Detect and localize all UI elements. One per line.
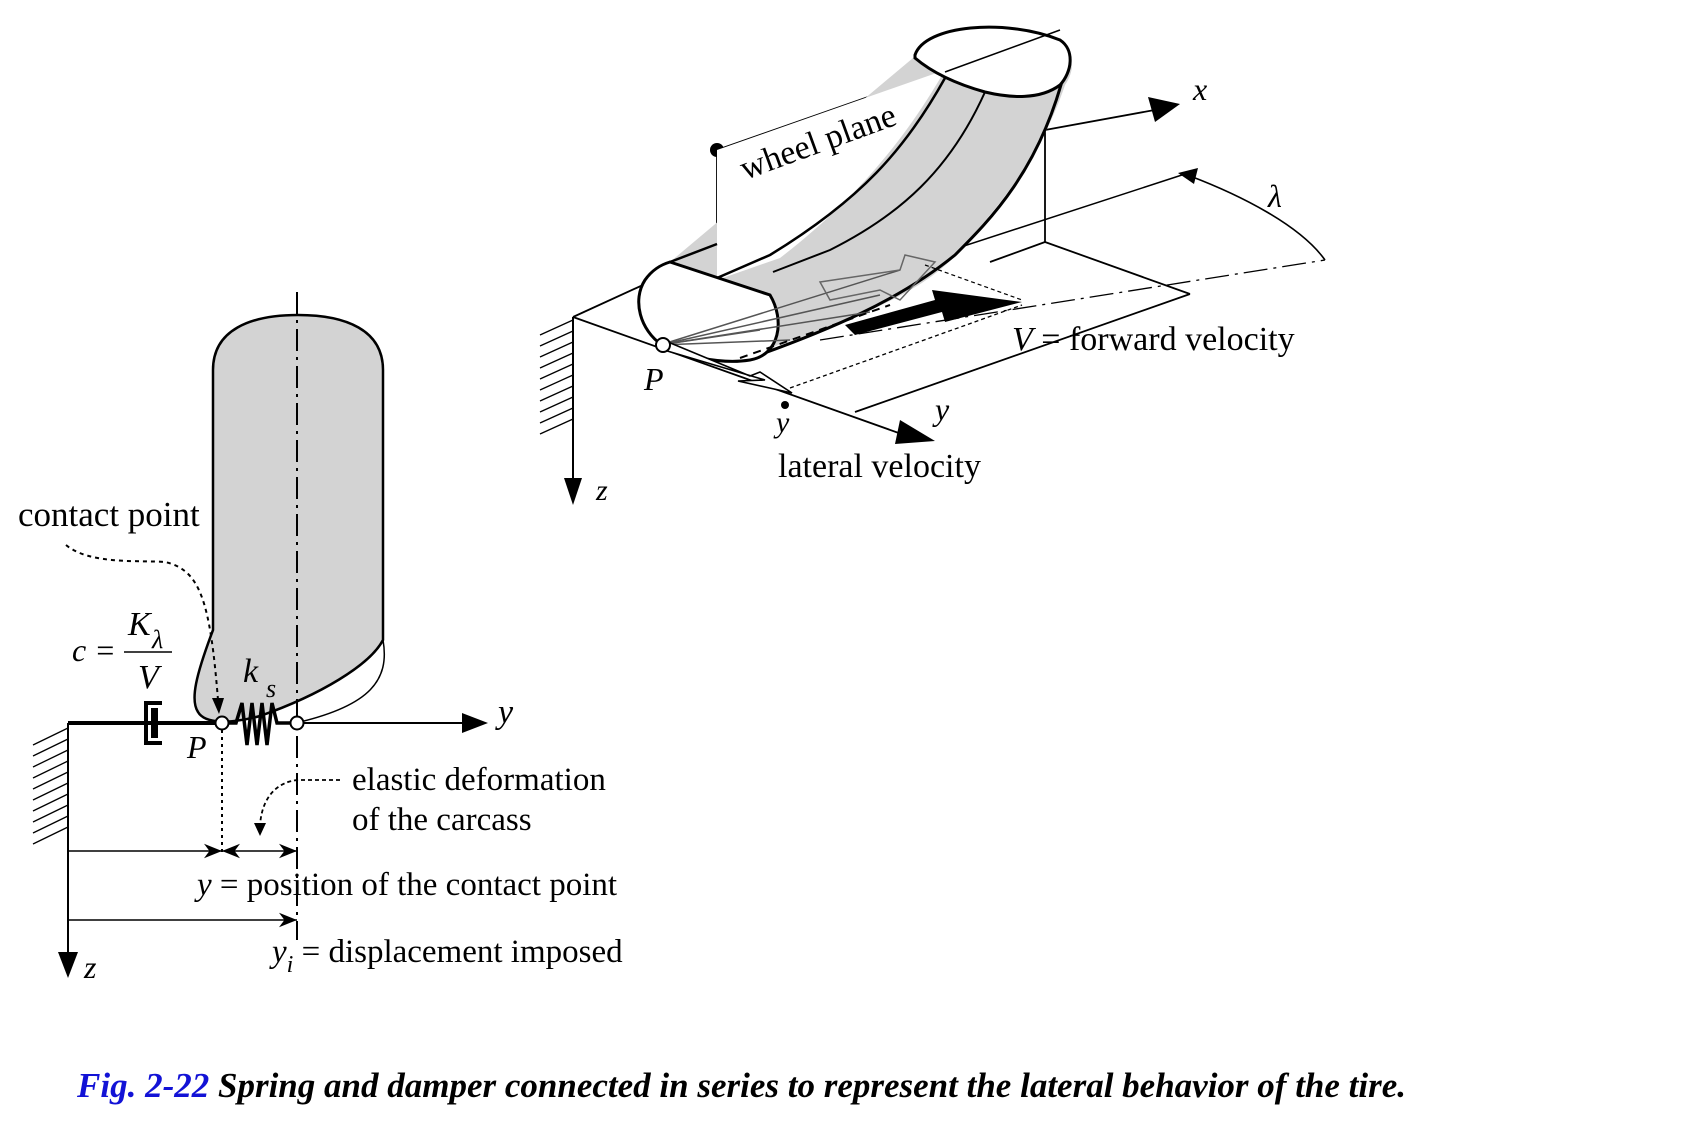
forward-velocity-dotted-2 xyxy=(924,264,1023,301)
forward-velocity-label: V = forward velocity xyxy=(1012,321,1295,358)
ground-edge-side xyxy=(854,293,1191,413)
tire-3d-body xyxy=(670,32,1072,360)
ground-edge-far xyxy=(1044,241,1191,295)
ground-edge-rear xyxy=(989,241,1046,263)
y-dot-marker xyxy=(781,401,789,409)
contact-patch-dashed xyxy=(739,304,891,359)
ground-hatch-right xyxy=(539,319,574,435)
damper-formula-denominator: V xyxy=(138,659,163,696)
ground-hatch xyxy=(32,727,69,845)
forward-velocity-dotted xyxy=(789,304,1023,389)
y-axis-right xyxy=(572,316,911,438)
z-axis-right-arrowhead xyxy=(564,478,582,505)
y-definition-text: = position of the contact point xyxy=(212,867,617,903)
left-diagram: contact point c = K λ V k s P y z elasti… xyxy=(18,292,623,985)
damper-formula-numerator-sub: λ xyxy=(151,625,163,654)
spring xyxy=(228,702,290,746)
spring-label: k xyxy=(243,653,259,690)
velocity-dashed-line xyxy=(819,259,1326,341)
elastic-callout-arrowhead xyxy=(254,823,266,836)
elastic-deformation-label: elastic deformation xyxy=(352,762,606,798)
x-axis-arrowhead xyxy=(1148,97,1180,122)
y-axis-right-arrowhead xyxy=(895,420,935,444)
contact-point-callout xyxy=(65,544,219,701)
lambda-label: λ xyxy=(1267,178,1282,214)
wheel-plane-panel xyxy=(717,70,945,280)
tire-front-cap-top xyxy=(669,242,718,264)
z-axis-label-right: z xyxy=(595,474,608,507)
figure-caption: Fig. 2-22 Spring and damper connected in… xyxy=(77,1066,1406,1106)
contact-point-label: contact point xyxy=(18,495,200,534)
y-definition-var: y xyxy=(194,867,212,903)
yi-definition-sub: i xyxy=(287,952,294,978)
damper xyxy=(144,701,162,745)
spring-label-sub: s xyxy=(266,674,276,703)
lateral-velocity-label: lateral velocity xyxy=(778,448,981,485)
point-P-label: P xyxy=(186,729,207,765)
yi-definition-var: y xyxy=(269,934,287,970)
elastic-callout xyxy=(259,779,340,827)
figure-number: Fig. 2-22 xyxy=(77,1066,210,1105)
figure-caption-text: Spring and damper connected in series to… xyxy=(209,1066,1407,1105)
y-dot-label: y xyxy=(773,406,790,439)
carcass-label: of the carcass xyxy=(352,802,532,838)
x-axis-label: x xyxy=(1192,71,1207,107)
z-axis-arrowhead xyxy=(58,952,78,978)
x-axis xyxy=(1044,108,1161,131)
y-axis-arrowhead xyxy=(462,713,488,733)
contact-patch-lines xyxy=(659,269,901,346)
slip-arrow-outline xyxy=(818,254,937,301)
tire-section xyxy=(193,313,385,723)
y-axis-label-right: y xyxy=(932,391,950,427)
yi-definition: yi = displacement imposed xyxy=(269,934,623,978)
tire-3d-tread-line xyxy=(772,91,986,273)
tire-3d-contour xyxy=(744,69,1067,362)
z-axis-label-left: z xyxy=(83,949,97,985)
wheel-center-point xyxy=(289,715,305,731)
tire-top-cap-axis xyxy=(944,29,1061,73)
point-P-label-3d: P xyxy=(643,361,664,397)
y-definition: y = position of the contact point xyxy=(194,867,617,903)
tire-top-cap xyxy=(913,25,1072,98)
contact-point-P xyxy=(214,715,230,731)
right-diagram: wheel plane x λ V = forward velocity P y… xyxy=(539,25,1326,507)
lambda-arc xyxy=(1189,175,1326,261)
y-axis-label-left: y xyxy=(495,694,514,731)
tire-3d-inner-edge xyxy=(716,77,947,280)
forward-velocity-text: = forward velocity xyxy=(1033,321,1295,358)
contact-point-P-3d xyxy=(655,337,671,353)
forward-velocity-arrow xyxy=(845,290,1022,335)
lateral-velocity-arrow xyxy=(663,341,793,394)
yi-definition-text: = displacement imposed xyxy=(293,934,623,970)
damper-formula-lhs: c = xyxy=(72,632,116,668)
contact-point-callout-arrowhead xyxy=(212,698,224,714)
damper-formula-numerator: K xyxy=(127,606,153,643)
lambda-arc-arrowhead xyxy=(1178,168,1198,184)
